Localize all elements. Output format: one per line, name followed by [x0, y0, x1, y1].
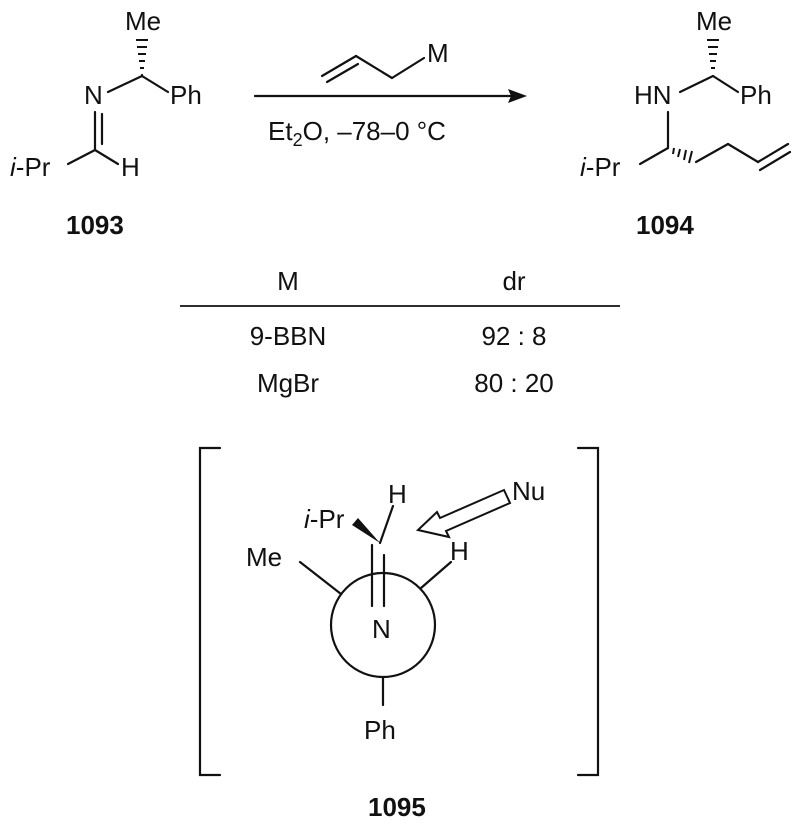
reactant-bond-ph — [140, 74, 170, 94]
newman-h-right-label: H — [450, 536, 469, 566]
reaction-conditions: Et2O, –78–0 °C — [268, 116, 446, 150]
compound-number-1094: 1094 — [636, 210, 694, 240]
table-header-m: M — [277, 266, 299, 296]
reaction-arrow — [253, 89, 527, 103]
reactant-bond-n — [106, 74, 144, 94]
newman-nitrogen-label: N — [372, 614, 391, 644]
newman-methyl-label: Me — [246, 542, 282, 572]
reactant-hashed-wedge — [136, 39, 148, 78]
left-bracket — [198, 446, 222, 777]
reactant-phenyl-label: Ph — [170, 80, 202, 110]
product-methyl-label: Me — [696, 6, 732, 36]
product-hashed-wedge — [707, 39, 719, 69]
table-header-dr: dr — [502, 266, 525, 296]
bond-me — [298, 560, 343, 596]
table-cell-dr: 80 : 20 — [474, 368, 554, 398]
compound-number-1095: 1095 — [368, 792, 426, 822]
reactant-nitrogen-label: N — [84, 80, 103, 110]
bond-h-right — [419, 560, 453, 590]
product-1094: Me Ph HN i-Pr 1094 — [580, 6, 792, 240]
reagent-allyl-m: M — [320, 38, 449, 84]
table-cell-m: 9-BBN — [250, 321, 327, 351]
reactant-bond-h — [93, 148, 120, 166]
compound-number-1093: 1093 — [66, 210, 124, 240]
table-cell-m: MgBr — [257, 368, 319, 398]
reactant-methyl-label: Me — [125, 6, 161, 36]
reactant-1093: Me Ph N H i-Pr 1093 — [10, 6, 202, 240]
reactant-isopropyl-label: i-Pr — [10, 152, 51, 182]
newman-phenyl-label: Ph — [364, 715, 396, 745]
product-stereo-hash — [672, 147, 693, 164]
reactant-hydrogen-label: H — [121, 152, 140, 182]
product-isopropyl-label: i-Pr — [580, 152, 621, 182]
reagent-metal-label: M — [427, 38, 449, 68]
right-bracket — [576, 446, 600, 777]
bond-h-top — [378, 504, 395, 545]
newman-projection-1095: Me H Ph N i-Pr H Nu 1095 — [198, 446, 600, 822]
newman-isopropyl-label: i-Pr — [304, 504, 345, 534]
nucleophile-arrow — [415, 488, 512, 539]
results-table: M dr 9-BBN 92 : 8 MgBr 80 : 20 — [180, 266, 620, 398]
reactant-bond-ipr — [66, 148, 97, 166]
table-cell-dr: 92 : 8 — [481, 321, 546, 351]
bold-wedge-ipr — [352, 518, 380, 543]
newman-h-top-label: H — [388, 479, 407, 509]
product-amine-label: HN — [634, 80, 672, 110]
newman-nucleophile-label: Nu — [512, 476, 545, 506]
product-phenyl-label: Ph — [740, 80, 772, 110]
